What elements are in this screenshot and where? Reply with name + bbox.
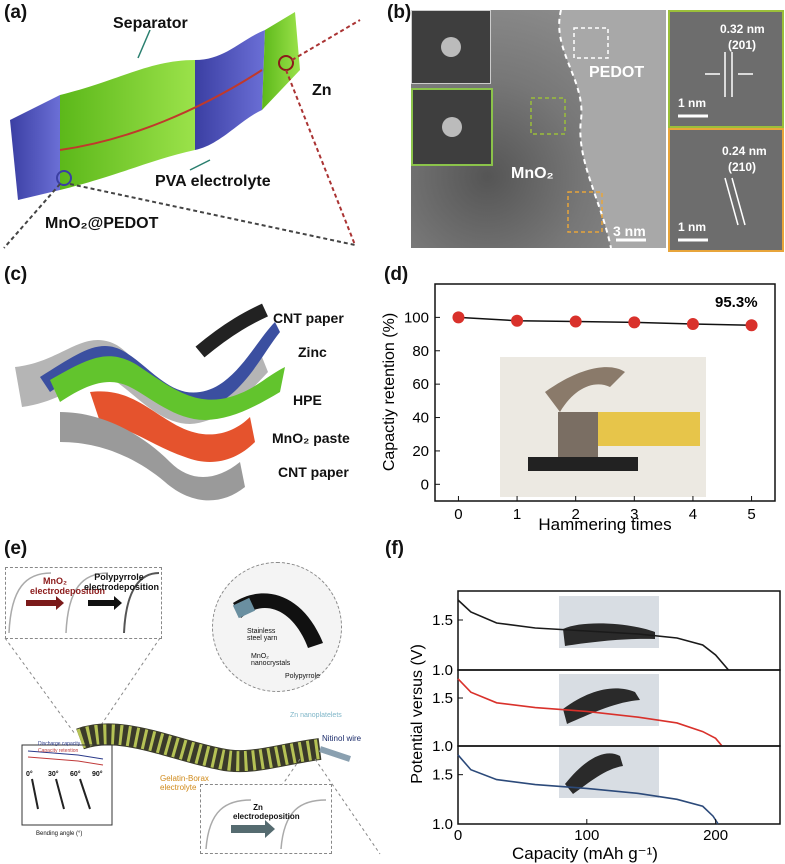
x-tick-label: 0: [454, 827, 462, 844]
retention-line: [458, 316, 752, 326]
y-tick-label: 0: [421, 476, 429, 493]
x-tick-label: 1: [513, 506, 521, 523]
panel-d: (d) 0 1 2 3 4 5 0 20 40 60 80 100 95.3% Hammering t…: [380, 262, 785, 534]
panel-f-label: (f): [385, 538, 404, 559]
zn-electrodeposition-label: Zn electrodeposition: [233, 803, 300, 821]
y-tick-label: 1.0: [432, 738, 453, 755]
panel-c-label: (c): [4, 264, 28, 285]
f-ylabel: Potential versus (V): [409, 644, 426, 784]
y-tick-label: 1.0: [432, 816, 453, 833]
mno2-pedot-label: MnO₂@PEDOT: [45, 215, 159, 232]
layered-battery-illustration: [15, 303, 285, 501]
panel-e-label: (e): [4, 538, 28, 559]
y-tick-label: 80: [412, 343, 429, 360]
mno2-label: MnO₂: [511, 165, 554, 182]
inset-xlabel: Bending angle (°): [36, 831, 83, 837]
panel-b-label: (b): [387, 2, 412, 23]
discharge-curve: [457, 599, 730, 671]
retention-annotation: 95.3%: [715, 294, 758, 311]
separator-label: Separator: [113, 15, 188, 32]
fft-inset-top: [411, 10, 491, 84]
x-tick-label: 200: [703, 827, 728, 844]
polypyrrole-electrodeposition-label: Polypyrrole electrodeposition: [84, 572, 160, 592]
angle-0: 0°: [26, 771, 33, 778]
hrtem-inset-top: 0.32 nm (201) 1 nm: [668, 10, 784, 128]
scale-bar-main: 3 nm: [613, 223, 646, 239]
y-tick-label: 1.0: [432, 662, 453, 679]
scale-bar-inset-2: 1 nm: [678, 220, 707, 234]
plot-frame: [434, 283, 776, 502]
y-tick-label: 1.5: [432, 767, 453, 784]
retention-chart: 0 1 2 3 4 5 0 20 40 60 80 100 95.3% Hammering times…: [381, 283, 776, 534]
d-spacing-1: 0.32 nm: [720, 22, 765, 36]
panel-c: (c) CNT paper Zinc HPE MnO₂ paste CNT pa…: [0, 262, 380, 532]
layer-label-2: Zinc: [298, 344, 327, 360]
panel-a-label: (a): [4, 2, 28, 23]
layer-label-1: CNT paper: [273, 310, 344, 326]
electrodeposition-box: MnO₂ electrodeposition Polypyrrole elect…: [5, 567, 162, 639]
angle-90: 90°: [92, 771, 103, 778]
x-tick-label: 3: [630, 506, 638, 523]
hammer-photo: [500, 357, 706, 497]
zn-electrodeposition-box: Zn electrodeposition: [200, 784, 332, 854]
angle-30: 30°: [48, 771, 59, 778]
stainless-steel-yarn-label: Stainless steel yarn: [247, 628, 278, 642]
subplot-frame: [457, 745, 781, 825]
discharge-chart: 1.0 1.5 1.0 1.5 1.0 1.5 0 100 200 Capacity (mAh …: [409, 590, 781, 863]
y-tick-label: 100: [404, 309, 429, 326]
panel-d-label: (d): [384, 264, 409, 285]
nitinol-wire-label: Nitinol wire: [322, 734, 362, 743]
panel-b: (b) PEDOT MnO₂ 3 nm 0.32 nm (201) 1: [385, 0, 785, 260]
mno2-electrodeposition-label: MnO₂ electrodeposition: [30, 576, 106, 596]
retention-point: [511, 314, 524, 327]
zn-nanoplatelets-label: Zn nanoplatelets: [290, 712, 342, 719]
retention-point: [452, 311, 465, 324]
y-tick-label: 40: [412, 410, 429, 427]
finger-photos: [559, 596, 659, 798]
discharge-curve: [457, 754, 719, 825]
cross-section-circle: Stainless steel yarn MnO₂ nanocrystals P…: [212, 562, 342, 692]
y-tick-label: 1.5: [432, 690, 453, 707]
panel-e: (e) MnO₂ electrodeposition Polypyrrole e…: [0, 534, 385, 864]
polypyrrole-label: Polypyrrole: [285, 673, 321, 680]
x-tick-label: 5: [747, 506, 755, 523]
y-tick-label: 60: [412, 376, 429, 393]
d-xlabel: Hammering times: [538, 515, 671, 534]
panel-a: (a) Separator Zn PVA electrolyte MnO₂@PE…: [0, 0, 380, 260]
panel-f: (f) 1.0 1.5 1.0 1.5 1.0 1.5 0 100 200 Capacity (…: [385, 534, 785, 864]
d-spacing-2: 0.24 nm: [722, 144, 767, 158]
discharge-curve: [457, 678, 723, 747]
inset-legend-2: Capacity retention: [38, 748, 79, 754]
bending-inset-chart: Discharge capacity Capacity retention 0°…: [8, 739, 128, 849]
layer-label-4: MnO₂ paste: [272, 430, 350, 446]
tem-image: PEDOT MnO₂ 3 nm: [411, 10, 666, 248]
f-xlabel: Capacity (mAh g⁻¹): [512, 844, 658, 863]
gelatin-borax-label: Gelatin-Borax electrolyte: [160, 774, 209, 792]
x-tick-label: 100: [574, 827, 599, 844]
battery-twist-illustration: [3, 12, 361, 249]
layer-label-3: HPE: [293, 392, 322, 408]
retention-point: [686, 318, 699, 331]
plane-2: (210): [728, 160, 757, 174]
angle-60: 60°: [70, 771, 81, 778]
mno2-nanocrystals-label: MnO₂ nanocrystals: [251, 653, 291, 667]
x-tick-label: 4: [689, 506, 697, 523]
pva-electrolyte-label: PVA electrolyte: [155, 173, 271, 190]
y-tick-label: 20: [412, 443, 429, 460]
retention-point: [569, 315, 582, 328]
scale-bar-inset-1: 1 nm: [678, 96, 707, 110]
zn-label: Zn: [312, 82, 332, 99]
y-tick-label: 1.5: [432, 612, 453, 629]
retention-point: [745, 319, 758, 332]
retention-point: [628, 316, 641, 329]
layer-label-5: CNT paper: [278, 464, 349, 480]
fft-inset-bottom: [411, 88, 493, 166]
inset-legend-1: Discharge capacity: [38, 741, 81, 747]
d-ylabel: Capactiy retention (%): [381, 313, 398, 471]
hrtem-inset-bottom: 0.24 nm (210) 1 nm: [668, 128, 784, 252]
x-tick-label: 2: [572, 506, 580, 523]
x-tick-label: 0: [454, 506, 462, 523]
pedot-label: PEDOT: [589, 64, 645, 81]
plane-1: (201): [728, 38, 757, 52]
